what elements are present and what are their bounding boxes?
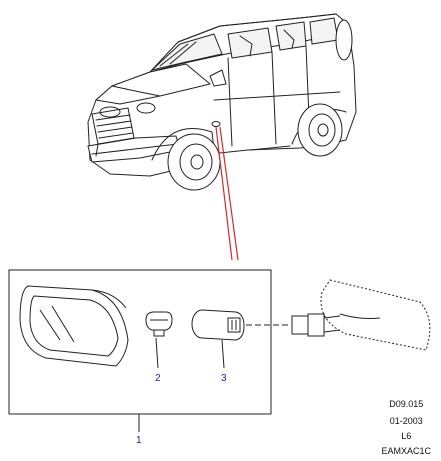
repeater-lens xyxy=(19,285,129,367)
wedge-bulb xyxy=(145,311,173,369)
wing-panel xyxy=(320,279,431,351)
callout-bulb: 2 xyxy=(155,373,161,384)
page-code: L6 xyxy=(401,431,412,441)
leader-lines xyxy=(215,126,239,261)
harness-connector xyxy=(291,313,381,337)
callout-socket: 3 xyxy=(221,373,227,384)
detail-frame xyxy=(8,269,272,415)
vehicle-illustration xyxy=(87,13,357,191)
reference-block: D09.015 01-2003 L6 EAMXAC1C xyxy=(381,398,431,457)
bulb-socket xyxy=(191,309,245,369)
diagram-code: D09.015 xyxy=(389,399,424,409)
revision-date: 01-2003 xyxy=(389,416,423,426)
callout-assembly: 1 xyxy=(136,435,142,446)
part-code: EAMXAC1C xyxy=(381,446,431,456)
